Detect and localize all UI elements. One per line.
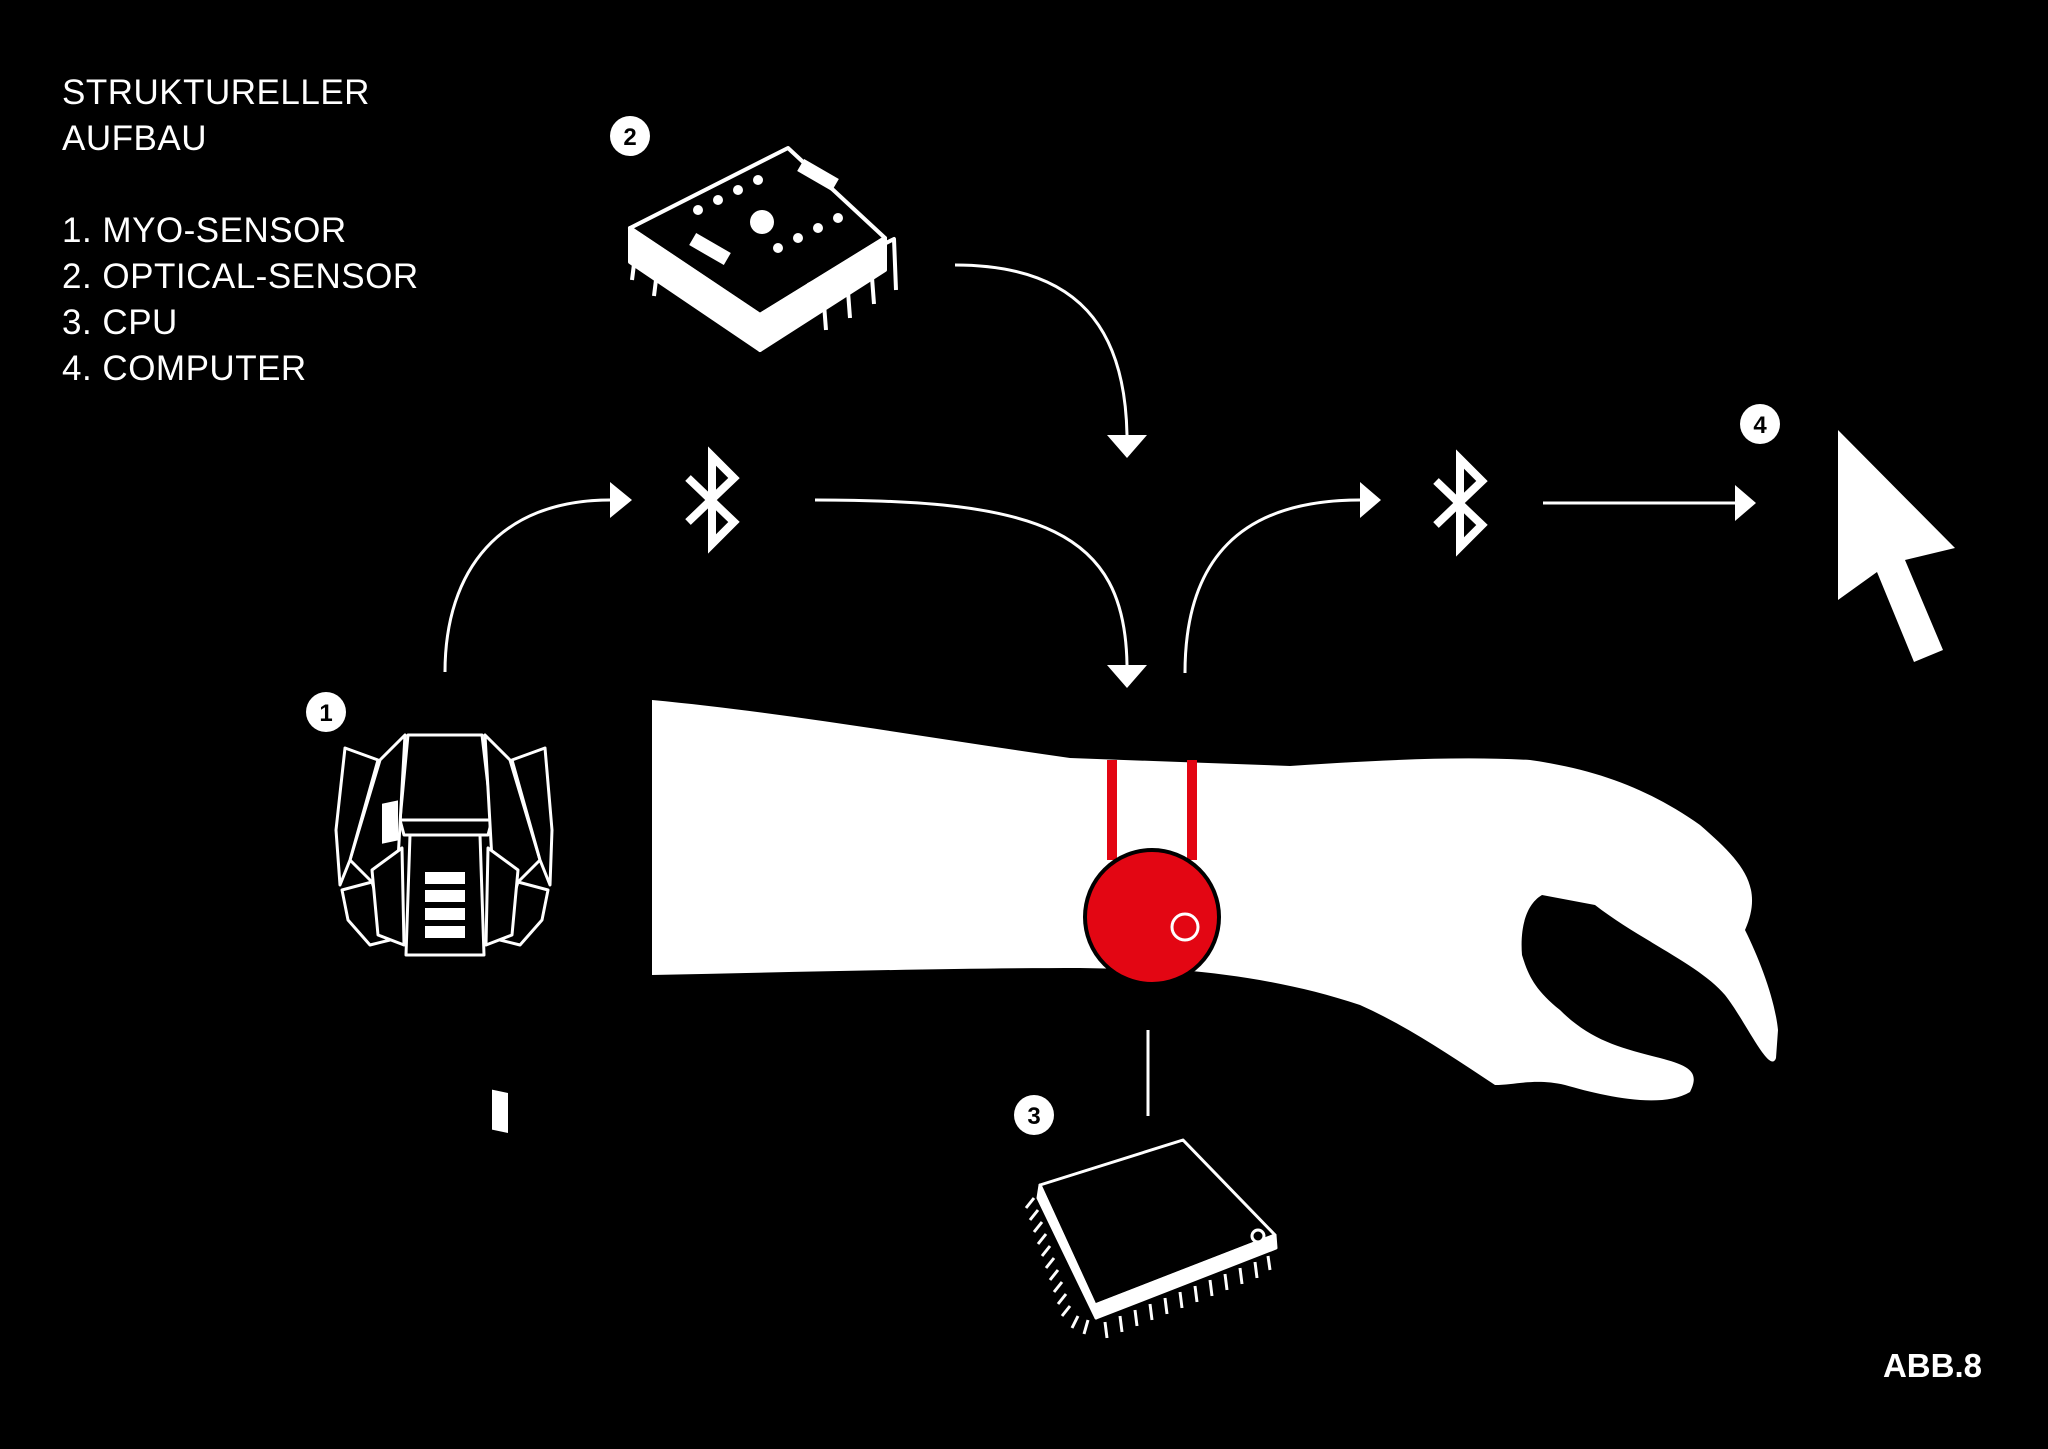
arrow-bluetooth-to-band bbox=[814, 498, 1129, 666]
legend-item-myo-sensor: 1. MYO-SENSOR bbox=[62, 211, 347, 250]
optical-sensor-chip-icon bbox=[628, 146, 898, 352]
arrowhead bbox=[1735, 485, 1756, 521]
badge-optical-number: 2 bbox=[623, 124, 636, 151]
connectors bbox=[443, 263, 1735, 1116]
wristband-strap bbox=[1187, 760, 1197, 860]
legend-title-line: AUFBAU bbox=[62, 119, 207, 158]
arrowhead bbox=[1107, 435, 1147, 458]
myo-armband-icon bbox=[334, 733, 554, 1133]
arrow-myo-to-bluetooth bbox=[443, 498, 611, 673]
badge-myo: 1 bbox=[306, 692, 346, 732]
badge-computer: 4 bbox=[1740, 404, 1780, 444]
arrowhead bbox=[610, 482, 632, 518]
legend-title: STRUKTURELLER AUFBAU bbox=[62, 70, 419, 162]
bluetooth-icon bbox=[685, 446, 740, 554]
arrowhead bbox=[1360, 482, 1381, 518]
badge-computer-number: 4 bbox=[1753, 412, 1767, 439]
badge-cpu-number: 3 bbox=[1027, 1103, 1040, 1130]
wristband-button bbox=[1170, 912, 1200, 942]
wristband-strap bbox=[1107, 760, 1117, 860]
arrow-optical-to-band bbox=[954, 263, 1129, 436]
badge-cpu: 3 bbox=[1014, 1095, 1054, 1135]
legend: STRUKTURELLER AUFBAU 1. MYO-SENSOR 2. OP… bbox=[62, 70, 419, 392]
figure-reference: ABB.8 bbox=[1882, 1347, 1982, 1384]
bluetooth-icon bbox=[1433, 449, 1488, 557]
cpu-chip-icon bbox=[1024, 1138, 1278, 1339]
arrowhead bbox=[1107, 665, 1147, 688]
legend-items: 1. MYO-SENSOR 2. OPTICAL-SENSOR 3. CPU 4… bbox=[62, 208, 419, 392]
legend-item-cpu: 3. CPU bbox=[62, 303, 178, 342]
legend-item-optical-sensor: 2. OPTICAL-SENSOR bbox=[62, 257, 419, 296]
arrowheads bbox=[610, 435, 1756, 688]
arrow-band-to-bluetooth bbox=[1183, 498, 1361, 674]
badge-myo-number: 1 bbox=[319, 700, 332, 727]
legend-item-computer: 4. COMPUTER bbox=[62, 349, 307, 388]
wristband-module bbox=[1083, 848, 1221, 986]
mouse-cursor-icon bbox=[1838, 430, 1955, 662]
wristband bbox=[1083, 760, 1221, 986]
legend-title-line: STRUKTURELLER bbox=[62, 73, 370, 112]
badge-optical: 2 bbox=[610, 116, 650, 156]
